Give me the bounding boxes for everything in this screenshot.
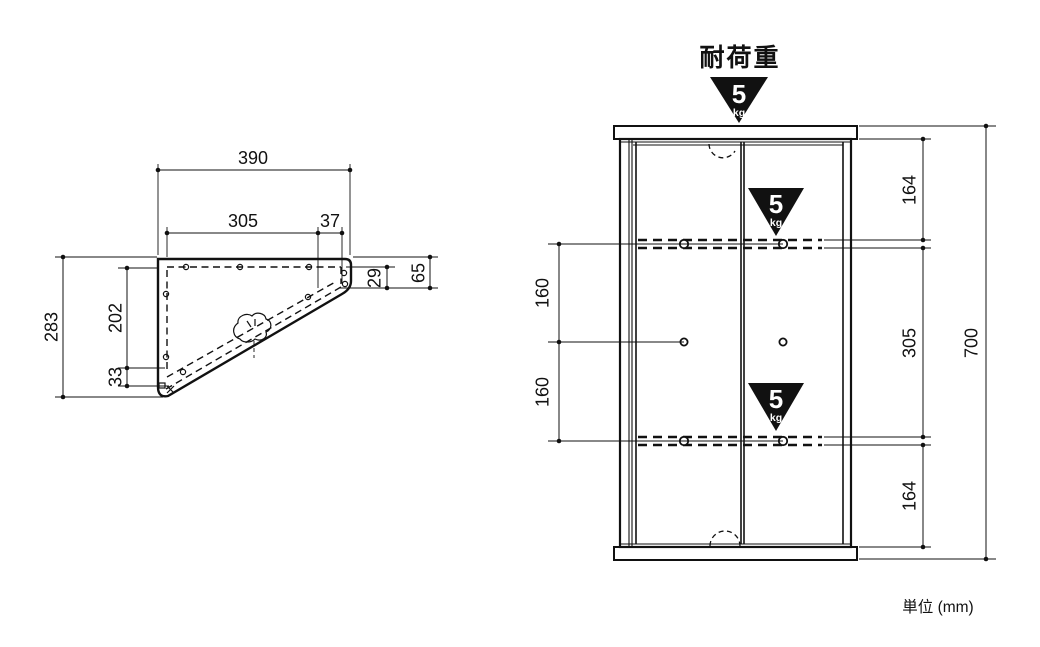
bracket-screw-holes	[158, 263, 349, 394]
cabinet-body	[618, 137, 853, 549]
load-badge-top: 5 kg	[710, 77, 768, 123]
cable-hole-top	[708, 143, 736, 159]
dim-label-283: 283	[41, 312, 61, 342]
load-badge-middle: 5 kg	[748, 188, 804, 236]
dim-label-305-side: 305	[228, 211, 258, 231]
dim-label-33: 33	[105, 367, 125, 387]
load-capacity-title: 耐荷重	[699, 44, 780, 72]
bracket-outline	[156, 257, 353, 398]
load-badge-value: 5	[769, 189, 783, 219]
front-view-drawing: 耐荷重	[532, 44, 996, 562]
cabinet-bottom-cap	[613, 546, 858, 561]
load-badge-lower: 5 kg	[748, 383, 804, 431]
load-badge-triangle	[710, 77, 768, 123]
shelf-dashed-lines	[638, 238, 822, 447]
load-badge-unit: kg	[733, 107, 745, 119]
side-view-drawing: 390 305 37 283 202 33	[41, 148, 438, 400]
cabinet-frame-lines	[621, 139, 850, 547]
load-badge-unit: kg	[770, 217, 782, 229]
cable-clip	[233, 312, 272, 358]
dim-label-164-top: 164	[899, 175, 919, 205]
side-view-dimensions: 390 305 37 283 202 33	[41, 148, 438, 400]
cabinet-top-cap	[613, 125, 858, 140]
dim-label-390: 390	[238, 148, 268, 168]
dim-label-37: 37	[320, 211, 340, 231]
load-badge-triangle	[748, 188, 804, 236]
front-view-dimensions: 160 160 164 305 164 70	[532, 123, 996, 562]
dim-label-164-bottom: 164	[899, 481, 919, 511]
dim-label-65: 65	[408, 263, 428, 283]
dim-label-160-upper: 160	[532, 278, 552, 308]
load-badge-unit: kg	[770, 412, 782, 424]
dim-label-202: 202	[105, 303, 125, 333]
dim-label-160-lower: 160	[532, 377, 552, 407]
dim-label-29: 29	[364, 268, 384, 288]
load-badge-triangle	[748, 383, 804, 431]
dim-label-305-front: 305	[899, 328, 919, 358]
load-badge-value: 5	[732, 79, 746, 109]
load-badge-value: 5	[769, 384, 783, 414]
unit-note: 単位 (mm)	[902, 598, 973, 616]
dim-label-700: 700	[961, 328, 981, 358]
